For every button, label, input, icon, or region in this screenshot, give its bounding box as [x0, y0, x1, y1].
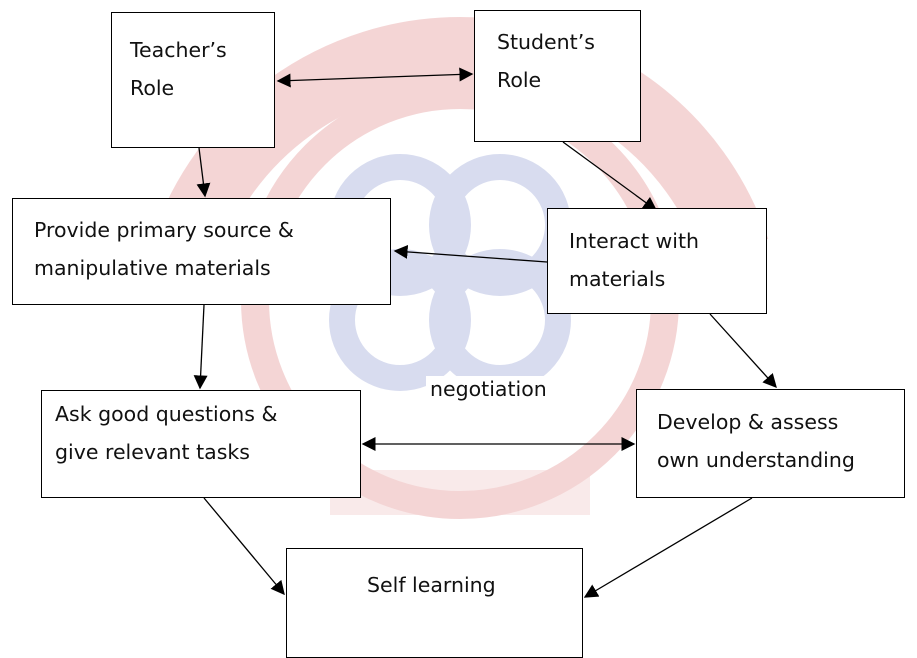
ask-questions-label: Ask good questions & give relevant tasks	[55, 402, 278, 464]
teachers-role-label: Teacher’s Role	[130, 38, 227, 100]
interact-materials-box: Interact with materials	[547, 208, 767, 314]
arrow-teacher-student	[276, 67, 474, 88]
arrow-interact-develop	[709, 313, 777, 389]
students-role-label: Student’s Role	[497, 30, 595, 92]
students-role-box: Student’s Role	[474, 10, 641, 142]
negotiation-label: negotiation	[426, 376, 551, 402]
develop-understanding-label: Develop & assess own understanding	[657, 410, 855, 472]
arrow-develop-self	[583, 497, 753, 598]
self-learning-box: Self learning	[286, 548, 583, 658]
provide-materials-box: Provide primary source & manipulative ma…	[12, 198, 391, 305]
provide-materials-label: Provide primary source & manipulative ma…	[34, 218, 294, 280]
develop-understanding-box: Develop & assess own understanding	[636, 389, 905, 498]
ask-questions-box: Ask good questions & give relevant tasks	[41, 390, 361, 498]
arrow-provide-ask	[193, 304, 208, 390]
arrow-interact-provide	[393, 244, 548, 263]
teachers-role-box: Teacher’s Role	[111, 12, 275, 148]
arrow-teacher-provide	[196, 147, 211, 198]
self-learning-label: Self learning	[367, 573, 496, 597]
arrow-ask-self	[203, 497, 285, 596]
interact-materials-label: Interact with materials	[569, 229, 699, 291]
arrow-student-interact	[562, 141, 658, 211]
